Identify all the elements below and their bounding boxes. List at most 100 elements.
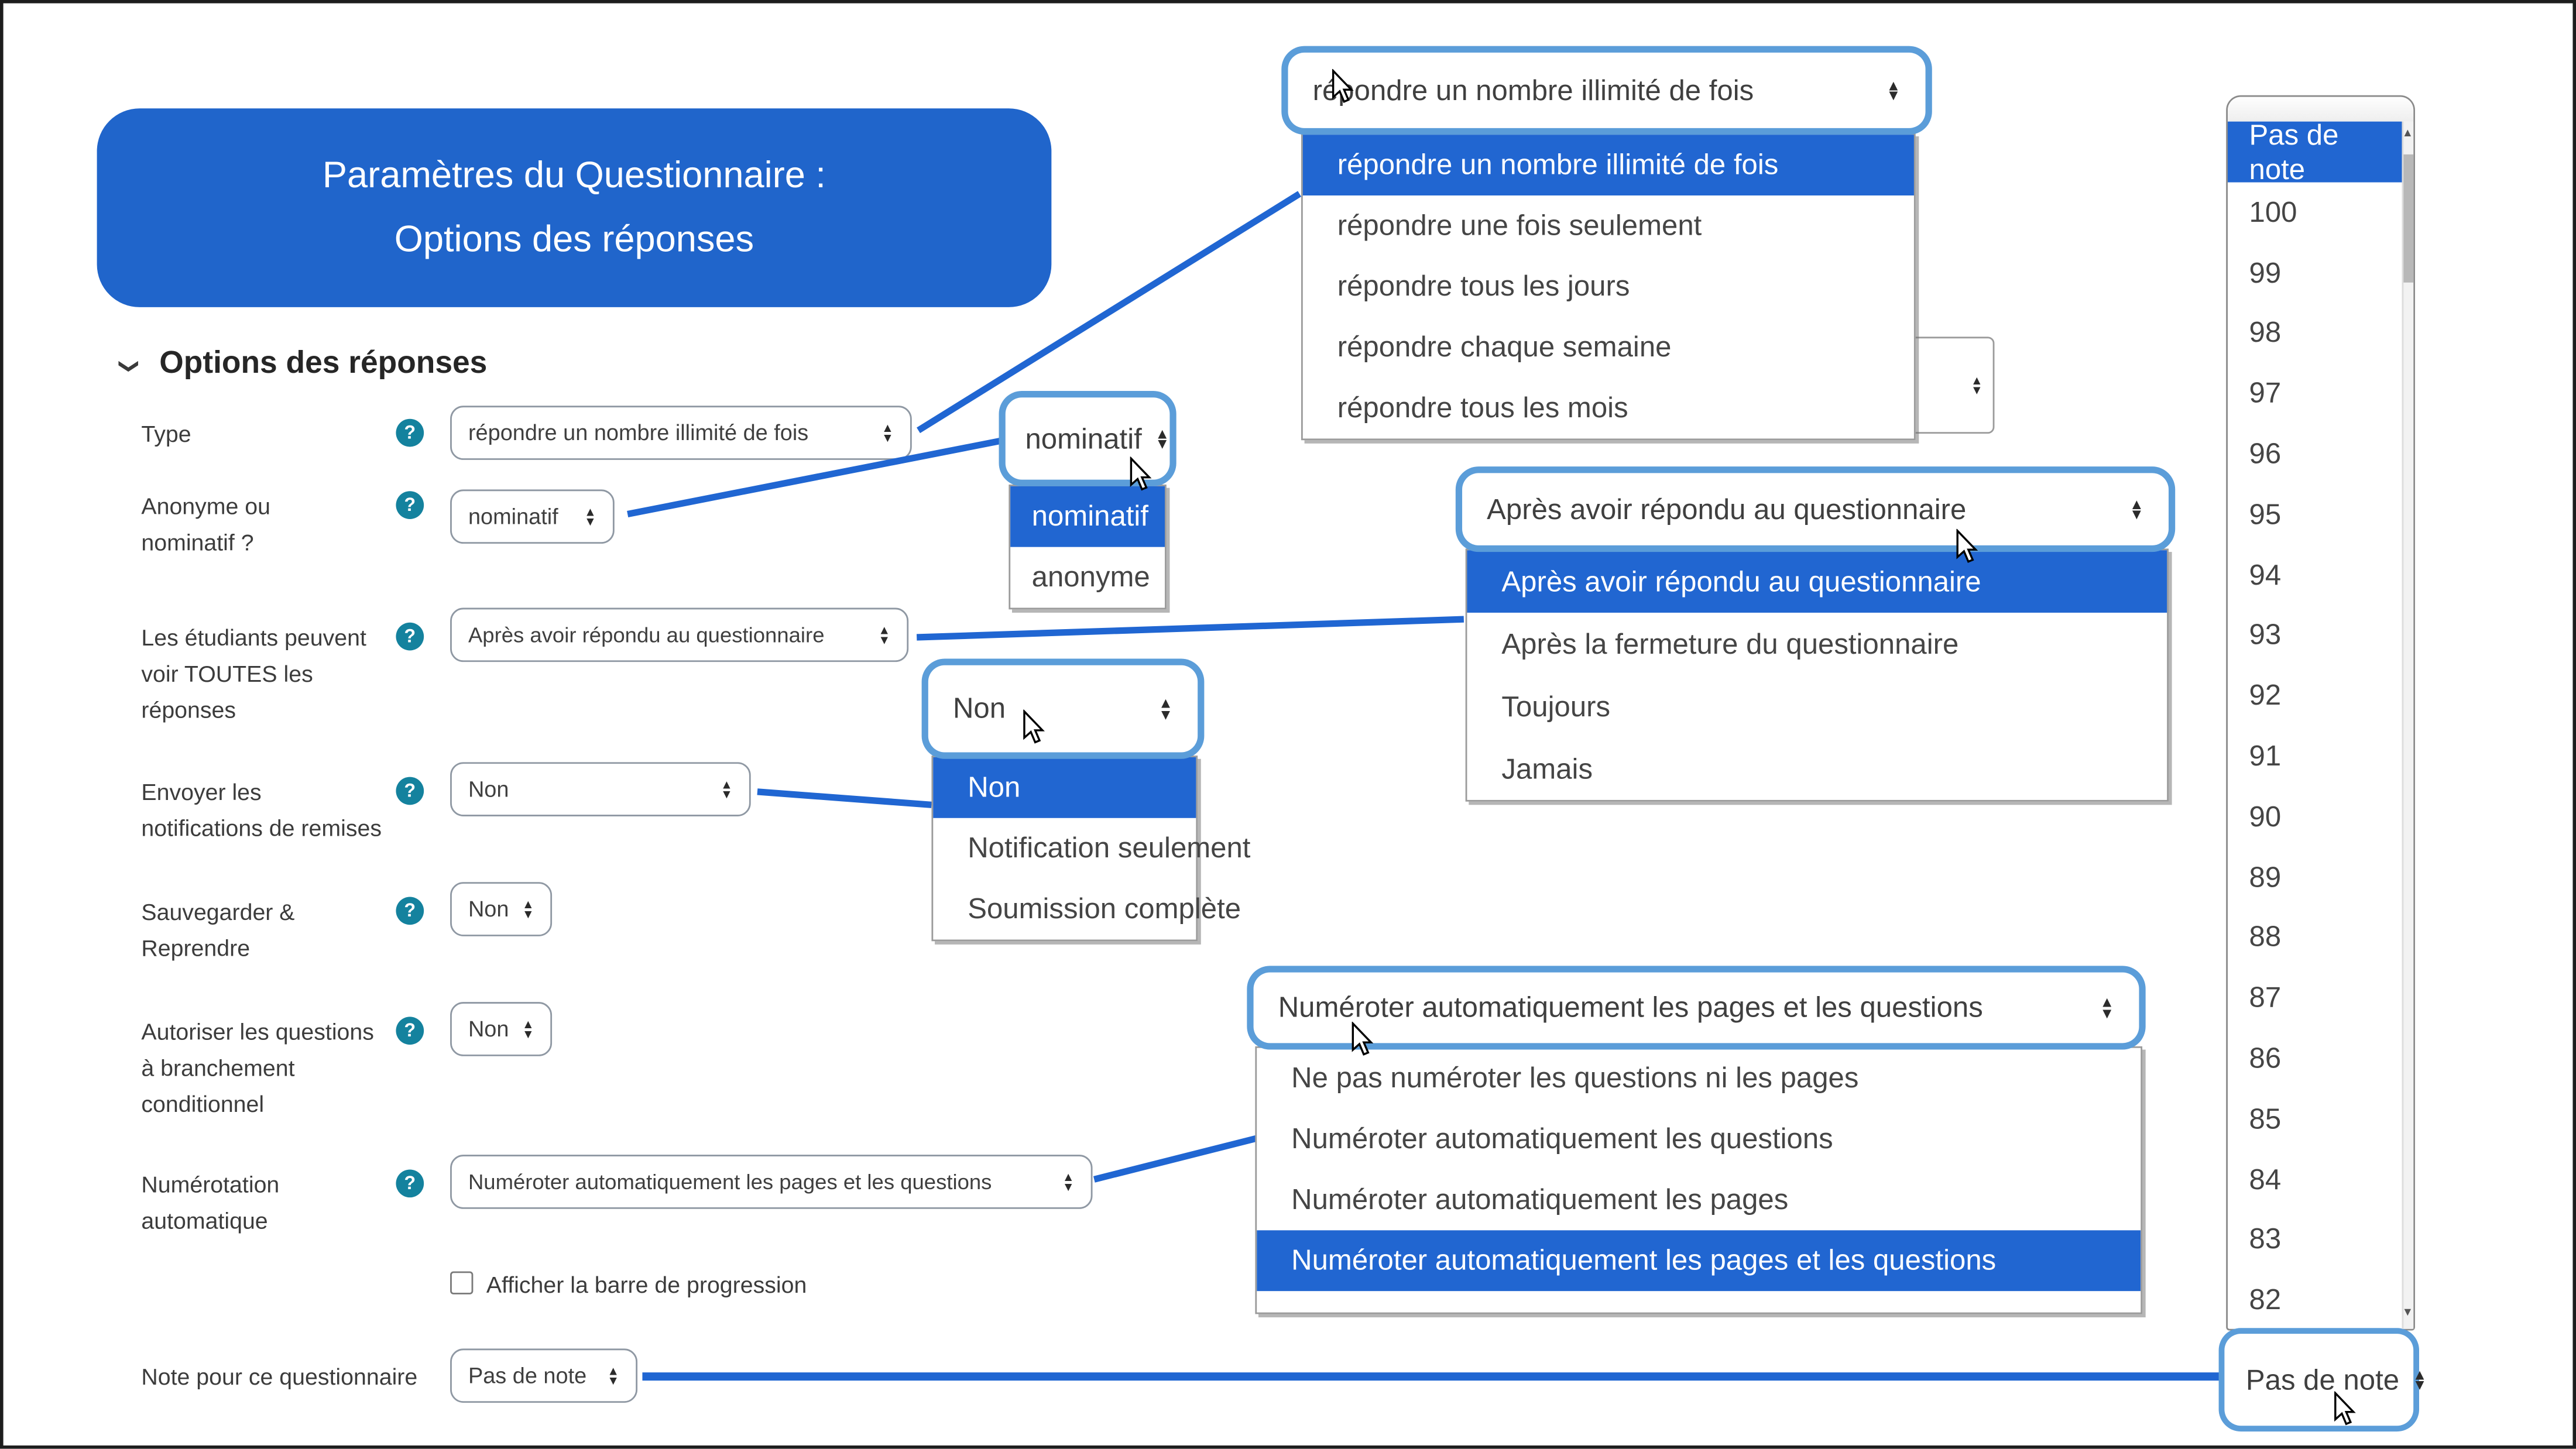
grade-option[interactable]: 100 [2249,195,2297,228]
dropdown-option[interactable]: Numéroter automatiquement les pages et l… [1257,1230,2141,1292]
mouse-cursor-icon [1332,68,1354,103]
dropdown-option[interactable]: anonyme [1031,560,1150,593]
select-arrows-icon [2413,1369,2427,1390]
help-icon[interactable] [396,777,424,805]
help-icon[interactable] [396,491,424,519]
dropdown-option[interactable]: répondre tous les jours [1337,269,1630,303]
notifications-dropdown-list: Non Notification seulement Soumission co… [931,756,1251,942]
grade-list-scrollbar[interactable] [2402,121,2414,1329]
select-arrows-icon [2100,997,2114,1018]
select-arrows-icon [1886,80,1901,101]
progress-bar-checkbox[interactable] [450,1271,474,1295]
grade-option[interactable]: 99 [2249,255,2282,289]
help-icon[interactable] [396,1017,424,1045]
label-grade: Note pour ce questionnaire [141,1363,418,1390]
mouse-cursor-icon [1023,709,1045,744]
branching-select-value: Non [468,1017,509,1042]
help-icon[interactable] [396,622,424,651]
type-dropdown-expanded[interactable]: répondre un nombre illimité de fois [1288,52,1926,128]
type-dropdown-value: répondre un nombre illimité de fois [1312,73,1754,107]
dropdown-option[interactable]: Jamais [1501,751,1593,785]
notifications-select-value: Non [468,777,509,802]
grade-option[interactable]: 93 [2249,618,2282,651]
dropdown-option[interactable]: Après la fermeture du questionnaire [1501,626,1959,660]
dropdown-option[interactable]: Non [933,757,1196,818]
dropdown-option[interactable]: répondre un nombre illimité de fois [1302,135,1914,196]
numbering-dropdown-expanded[interactable]: Numéroter automatiquement les pages et l… [1253,972,2139,1043]
grade-option[interactable]: 84 [2249,1162,2282,1196]
anonymous-dropdown-value: nominatif [1025,421,1142,455]
mouse-cursor-icon [1352,1021,1374,1056]
type-select-value: répondre un nombre illimité de fois [468,420,809,445]
dropdown-option[interactable]: répondre tous les mois [1337,391,1628,424]
visibility-dropdown-list: Après avoir répondu au questionnaire Apr… [1465,548,2169,802]
scroll-up-icon[interactable]: ▲ [2402,128,2414,140]
grade-select[interactable]: Pas de note [450,1348,638,1403]
numbering-select[interactable]: Numéroter automatiquement les pages et l… [450,1155,1093,1209]
dropdown-option[interactable]: Notification seulement [968,831,1251,864]
notifications-dropdown-value: Non [952,691,1006,724]
help-icon[interactable] [396,418,424,447]
dropdown-option[interactable]: Après avoir répondu au questionnaire [1467,550,2167,613]
dropdown-option[interactable]: nominatif [1010,486,1165,547]
grade-option[interactable]: 96 [2249,437,2282,470]
grade-option[interactable]: 94 [2249,558,2282,591]
mouse-cursor-icon [1956,528,1978,563]
visibility-dropdown-value: Après avoir répondu au questionnaire [1487,492,1967,525]
select-arrows-icon [1158,698,1173,719]
notifications-dropdown-expanded[interactable]: Non [928,665,1198,753]
scroll-down-icon[interactable]: ▼ [2402,1307,2414,1319]
dropdown-option[interactable]: Numéroter automatiquement les pages [1291,1182,1789,1216]
mouse-cursor-icon [1130,456,1152,491]
grade-option-selected[interactable]: Pas de note [2228,118,2402,185]
grade-option[interactable]: 88 [2249,921,2282,954]
select-arrows-icon [1155,428,1169,449]
grade-option[interactable]: 97 [2249,376,2282,410]
title-line-1: Paramètres du Questionnaire : [322,154,826,196]
grade-option[interactable]: 85 [2249,1101,2282,1135]
dropdown-option[interactable]: Soumission complète [968,892,1241,925]
visibility-dropdown-expanded[interactable]: Après avoir répondu au questionnaire [1462,473,2169,545]
grade-option[interactable]: 98 [2249,316,2282,349]
help-icon[interactable] [396,1169,424,1198]
save-resume-select[interactable]: Non [450,882,553,936]
dropdown-option[interactable]: Numéroter automatiquement les questions [1291,1122,1833,1155]
numbering-dropdown-list: Ne pas numéroter les questions ni les pa… [1255,1046,2143,1314]
grade-option[interactable]: 82 [2249,1283,2282,1316]
visibility-select-value: Après avoir répondu au questionnaire [468,622,825,647]
help-icon[interactable] [396,897,424,925]
grade-option[interactable]: 83 [2249,1223,2282,1256]
grade-select-value: Pas de note [468,1363,587,1388]
grade-dropdown-value: Pas de note [2245,1362,2400,1396]
grade-option[interactable]: 86 [2249,1041,2282,1074]
grade-option[interactable]: 95 [2249,497,2282,531]
notifications-select[interactable]: Non [450,762,751,816]
visibility-select[interactable]: Après avoir répondu au questionnaire [450,607,909,662]
grade-option[interactable]: 89 [2249,860,2282,893]
label-save-resume: Sauvegarder &Reprendre [141,898,295,961]
select-arrows-icon [2129,499,2144,520]
grade-option[interactable]: 92 [2249,678,2282,712]
title-line-2: Options des réponses [394,218,754,260]
scrollbar-thumb[interactable] [2402,154,2413,283]
dropdown-option[interactable]: Toujours [1501,689,1611,722]
grade-option[interactable]: 87 [2249,981,2282,1014]
type-select[interactable]: répondre un nombre illimité de fois [450,406,912,460]
grade-dropdown-expanded[interactable]: Pas de note [2224,1334,2414,1426]
anonymous-select[interactable]: nominatif [450,489,615,544]
dropdown-option[interactable]: répondre chaque semaine [1337,330,1672,363]
anonymous-dropdown-expanded[interactable]: nominatif [1005,397,1170,480]
type-dropdown-list: répondre un nombre illimité de fois répo… [1301,133,1916,441]
label-type: Type [141,420,191,447]
grade-option[interactable]: 91 [2249,739,2282,772]
branching-select[interactable]: Non [450,1002,553,1056]
dropdown-option[interactable]: Ne pas numéroter les questions ni les pa… [1291,1061,1859,1094]
grade-dropdown-list: 100 99 98 97 96 95 94 93 92 91 90 89 88 … [2228,183,2402,1329]
grade-option[interactable]: 90 [2249,799,2282,833]
dropdown-option[interactable]: répondre une fois seulement [1337,208,1702,242]
